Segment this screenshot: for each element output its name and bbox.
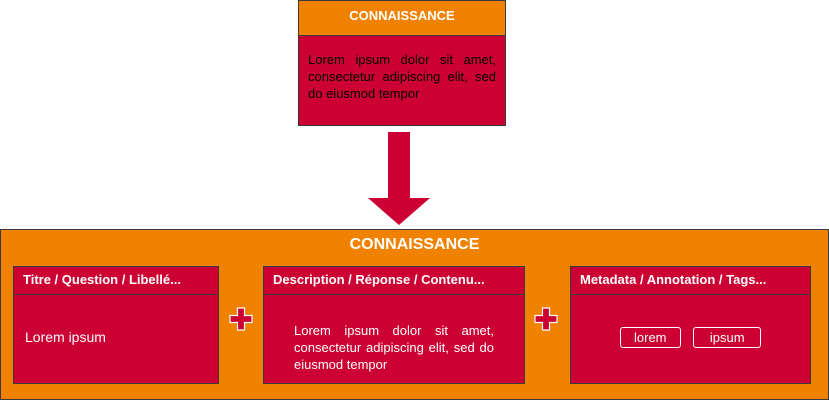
top-card-text: Lorem ipsum dolor sit amet, consectetur … [308, 52, 496, 101]
tag-chip: ipsum [693, 327, 762, 348]
plus-icon [534, 307, 558, 331]
container-title: CONNAISSANCE [349, 236, 480, 253]
plus-icon [229, 307, 253, 331]
description-card: Description / Réponse / Contenu... Lorem… [263, 266, 525, 384]
top-card-title: CONNAISSANCE [299, 1, 505, 36]
description-card-content: Lorem ipsum dolor sit amet, consectetur … [294, 323, 494, 372]
title-card-content: Lorem ipsum [25, 329, 106, 345]
title-card-header: Titre / Question / Libellé... [14, 267, 218, 295]
tag-list: lorem ipsum [571, 327, 810, 348]
arrow-down-icon [368, 132, 430, 225]
metadata-card-header: Metadata / Annotation / Tags... [571, 267, 810, 295]
title-card: Titre / Question / Libellé... Lorem ipsu… [13, 266, 219, 384]
description-card-header: Description / Réponse / Contenu... [264, 267, 524, 295]
metadata-card: Metadata / Annotation / Tags... lorem ip… [570, 266, 811, 384]
top-knowledge-card: CONNAISSANCE Lorem ipsum dolor sit amet,… [298, 0, 506, 126]
tag-chip: lorem [619, 327, 681, 348]
